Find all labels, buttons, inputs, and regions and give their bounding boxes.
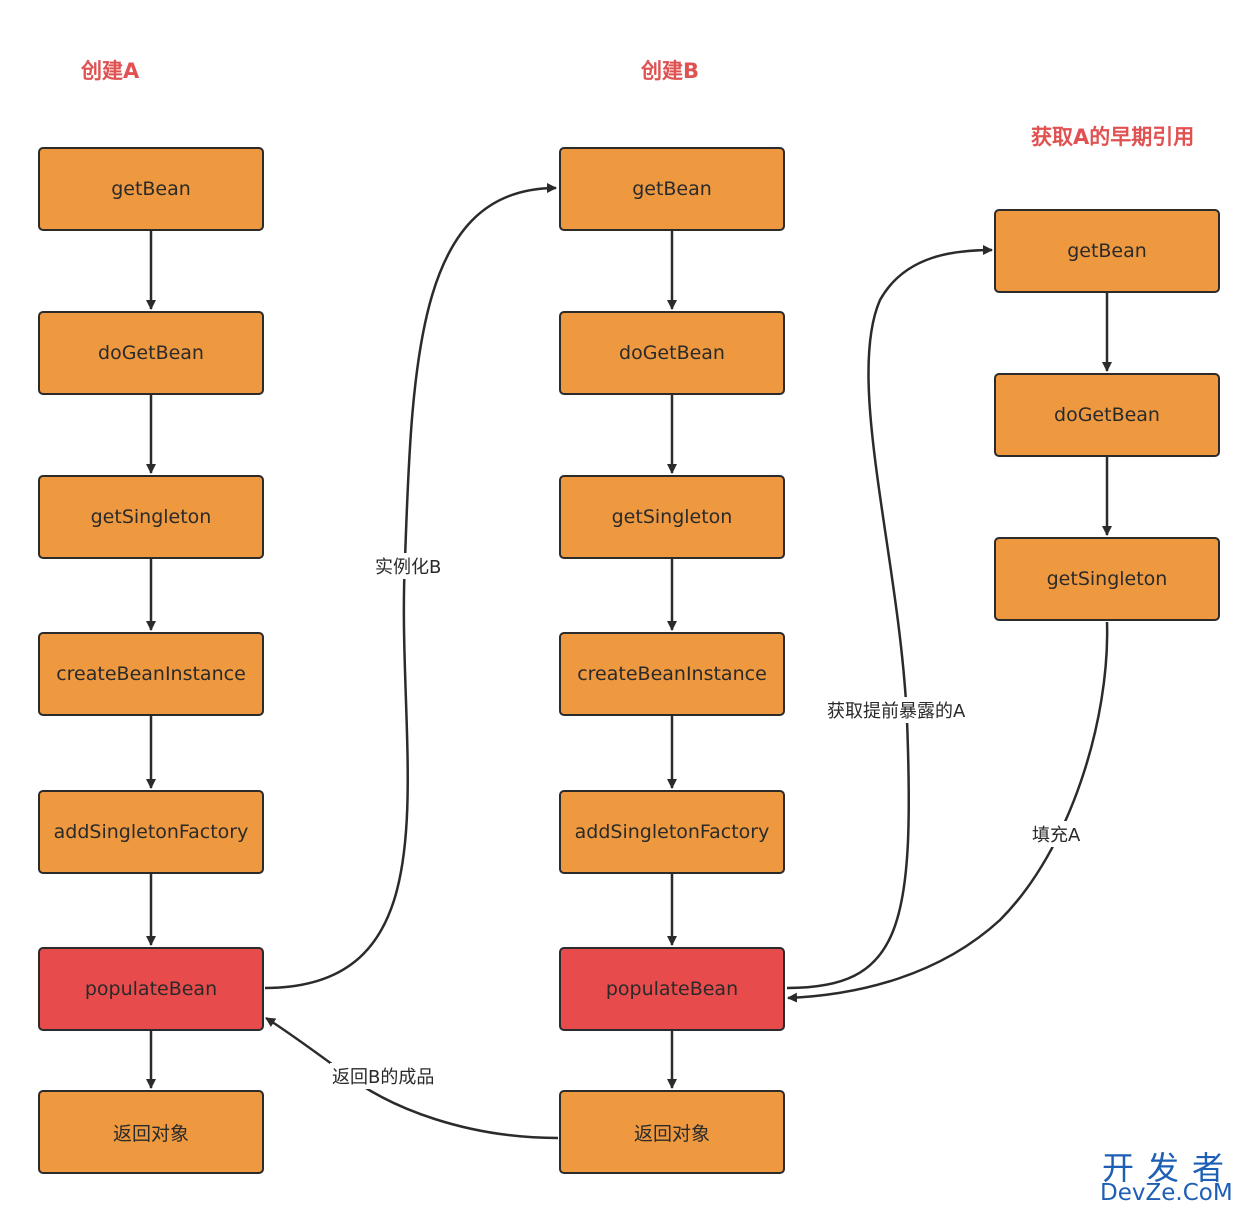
- edge-label-instantiate-b: 实例化B: [373, 553, 444, 579]
- title-get-a-early-reference: 获取A的早期引用: [1031, 125, 1195, 149]
- node-a-return-object: 返回对象: [38, 1090, 264, 1174]
- edge-get-exposed-a: [786, 245, 993, 990]
- node-b-do-get-bean: doGetBean: [559, 311, 785, 395]
- node-c-get-singleton: getSingleton: [994, 537, 1220, 621]
- node-c-do-get-bean: doGetBean: [994, 373, 1220, 457]
- node-b-return-object: 返回对象: [559, 1090, 785, 1174]
- watermark-bottom: DevZe.CoM: [1100, 1180, 1233, 1206]
- node-a-get-bean: getBean: [38, 147, 264, 231]
- watermark-top: 开发者: [1102, 1149, 1238, 1187]
- title-create-a: 创建A: [81, 59, 140, 83]
- node-a-create-bean-instance: createBeanInstance: [38, 632, 264, 716]
- title-create-b: 创建B: [641, 59, 700, 83]
- node-b-get-singleton: getSingleton: [559, 475, 785, 559]
- node-a-get-singleton: getSingleton: [38, 475, 264, 559]
- edge-fill-a: [787, 621, 1109, 1003]
- node-b-get-bean: getBean: [559, 147, 785, 231]
- node-b-populate-bean: populateBean: [559, 947, 785, 1031]
- node-b-create-bean-instance: createBeanInstance: [559, 632, 785, 716]
- edge-label-fill-a: 填充A: [1030, 821, 1083, 847]
- edge-label-get-exposed-a: 获取提前暴露的A: [825, 697, 968, 723]
- node-a-do-get-bean: doGetBean: [38, 311, 264, 395]
- edge-label-return-b-product: 返回B的成品: [330, 1063, 437, 1089]
- node-b-add-singleton-factory: addSingletonFactory: [559, 790, 785, 874]
- node-a-add-singleton-factory: addSingletonFactory: [38, 790, 264, 874]
- node-a-populate-bean: populateBean: [38, 947, 264, 1031]
- edge-instantiate-b: [264, 183, 557, 990]
- node-c-get-bean: getBean: [994, 209, 1220, 293]
